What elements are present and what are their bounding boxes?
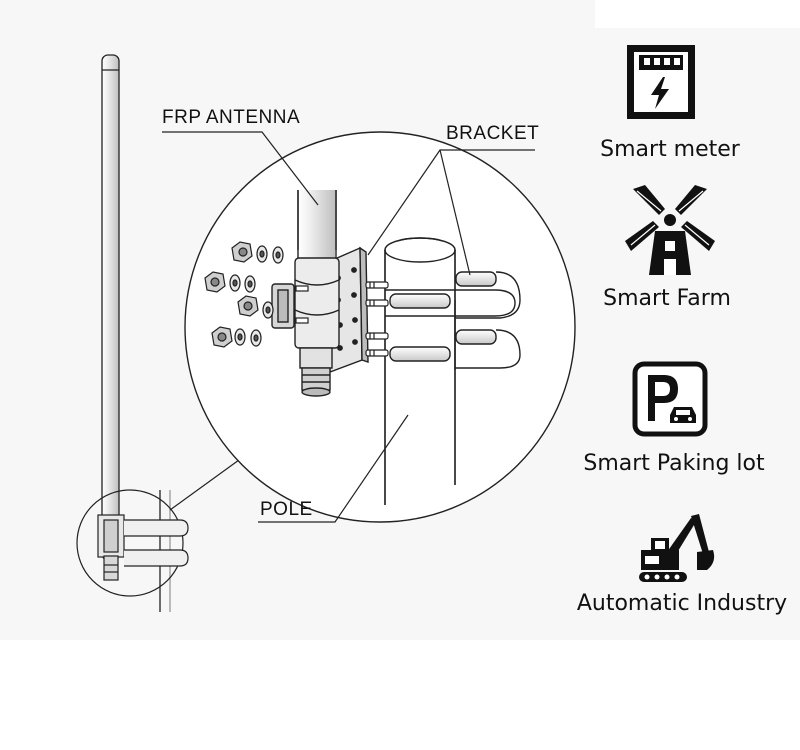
large-detail-circle (184, 131, 576, 523)
smart-meter-icon (627, 45, 695, 119)
pole-label: POLE (260, 499, 313, 520)
nuts-and-washers (204, 241, 309, 348)
u-bolts (385, 271, 521, 370)
excavator-icon (639, 514, 715, 582)
frp-antenna-label: FRP ANTENNA (162, 107, 301, 128)
bottom-blank-band (0, 640, 800, 750)
bracket-label: BRACKET (446, 123, 540, 144)
parking-icon (632, 361, 708, 437)
top-right-blank (595, 0, 800, 28)
smart-meter-label: Smart meter (600, 137, 740, 162)
windmill-icon (625, 185, 715, 275)
smart-parking-label: Smart Paking lot (583, 451, 765, 476)
small-detail-circle (76, 489, 189, 597)
automatic-industry-label: Automatic Industry (576, 591, 788, 616)
antenna-tube-detail (271, 190, 340, 397)
zoom-leader-line (169, 451, 251, 511)
pole-drawing (384, 237, 456, 505)
bolts (365, 281, 389, 357)
callout-leaders (162, 131, 535, 523)
smart-farm-label: Smart Farm (603, 286, 731, 311)
